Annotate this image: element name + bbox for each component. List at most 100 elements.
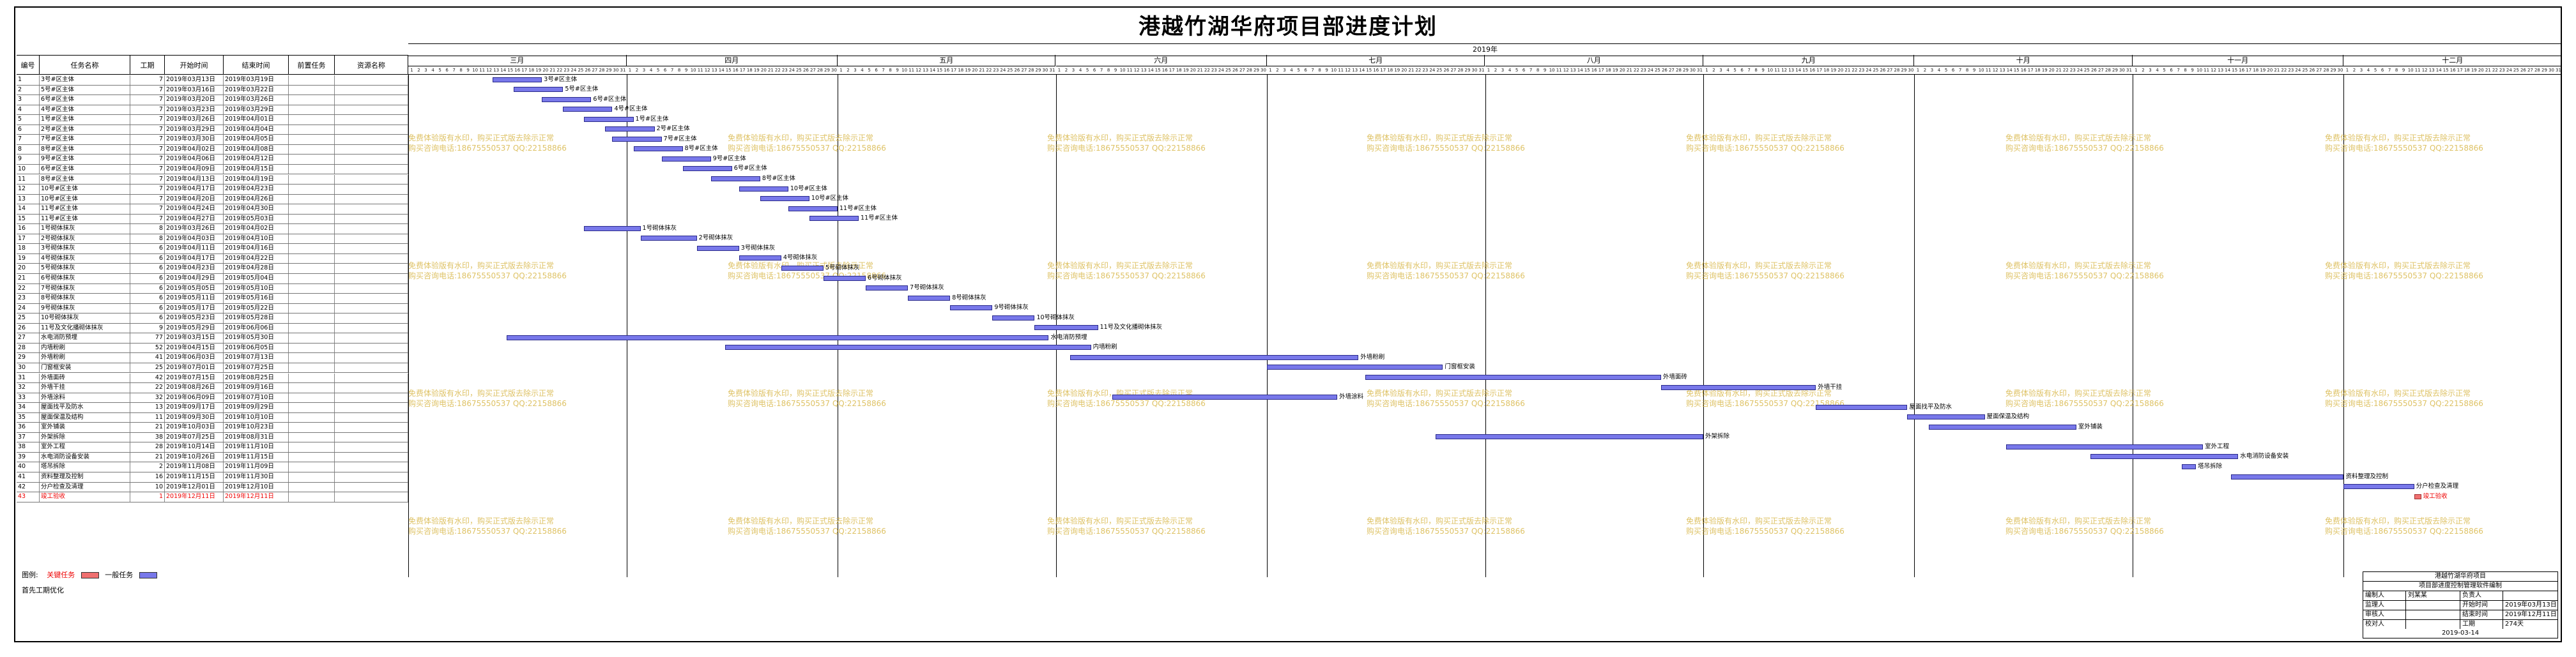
cell-predecessor (289, 363, 335, 373)
info-cell: 监理人 (2363, 601, 2406, 610)
task-bar (1112, 395, 1338, 400)
day-number: 21 (979, 68, 985, 73)
day-number: 29 (1254, 68, 1259, 73)
day-number: 27 (1887, 68, 1893, 73)
info-cell (2406, 601, 2460, 610)
watermark: 免费体验版有水印，购买正式版去除示正常购买咨询电话:18675550537 QQ… (2005, 261, 2164, 280)
cell-predecessor (289, 95, 335, 105)
cell-start: 2019年04月13日 (165, 174, 224, 185)
cell-name: 8号砌体抹灰 (40, 294, 130, 303)
day-number: 11 (2414, 68, 2421, 73)
task-bar (1816, 404, 1908, 410)
cell-start: 2019年11月15日 (165, 472, 224, 482)
cell-id: 16 (17, 224, 40, 234)
cell-predecessor (289, 274, 335, 283)
cell-start: 2019年05月05日 (165, 283, 224, 294)
cell-name: 11号#区主体 (40, 204, 130, 214)
day-number: 18 (2034, 68, 2041, 73)
task-bar-label: 11号#区主体 (839, 204, 877, 212)
day-number: 23 (2069, 68, 2076, 73)
day-number: 6 (663, 68, 667, 73)
task-bar (950, 305, 993, 311)
cell-id: 33 (17, 393, 40, 403)
day-number: 27 (2527, 68, 2533, 73)
cell-duration: 7 (130, 194, 165, 204)
day-number: 30 (2337, 68, 2343, 73)
task-bar (640, 236, 697, 241)
cell-duration: 21 (130, 423, 165, 432)
day-number: 5 (1085, 68, 1089, 73)
day-number: 2 (1064, 68, 1068, 73)
cell-resource (335, 75, 408, 85)
task-bar-label: 屋面找平及防水 (1909, 403, 1952, 411)
cell-duration: 7 (130, 155, 165, 164)
cell-duration: 16 (130, 472, 165, 482)
cell-id: 5 (17, 115, 40, 125)
task-bar-label: 3号#区主体 (544, 75, 578, 83)
cell-name: 内墙粉刷 (40, 343, 130, 353)
day-number: 23 (1422, 68, 1429, 73)
day-number: 30 (1042, 68, 1048, 73)
day-number: 30 (831, 68, 837, 73)
day-number: 31 (1049, 68, 1055, 73)
task-bar-label: 5号#区主体 (565, 86, 599, 93)
day-number: 1 (628, 68, 632, 73)
cell-resource (335, 144, 408, 155)
cell-start: 2019年03月20日 (165, 95, 224, 105)
day-number: 9 (1114, 68, 1117, 73)
col-header-start: 开始时间 (165, 56, 224, 75)
day-number: 23 (2288, 68, 2294, 73)
day-number: 27 (1668, 68, 1675, 73)
cell-name: 1号#区主体 (40, 115, 130, 125)
day-number: 4 (431, 68, 434, 73)
day-number: 14 (1795, 68, 1802, 73)
cell-name: 竣工验收 (40, 492, 130, 502)
day-number: 20 (760, 68, 767, 73)
watermark: 免费体验版有水印，购买正式版去除示正常购买咨询电话:18675550537 QQ… (1047, 517, 1206, 536)
day-number: 31 (1478, 68, 1485, 73)
info-cell: 编制人 (2363, 591, 2406, 600)
watermark: 免费体验版有水印，购买正式版去除示正常购买咨询电话:18675550537 QQ… (408, 261, 567, 280)
day-number: 13 (1999, 68, 2005, 73)
cell-name: 资料整理及控制 (40, 472, 130, 482)
task-bar-label: 室外工程 (2205, 442, 2230, 450)
cell-id: 29 (17, 353, 40, 363)
day-number: 21 (2485, 68, 2491, 73)
cell-id: 8 (17, 144, 40, 155)
task-bar (584, 116, 634, 122)
cell-end: 2019年05月03日 (224, 214, 289, 224)
day-number: 6 (1951, 68, 1955, 73)
cell-duration: 38 (130, 432, 165, 442)
day-number: 27 (592, 68, 598, 73)
cell-id: 11 (17, 174, 40, 185)
day-number: 26 (802, 68, 809, 73)
day-number: 4 (1726, 68, 1729, 73)
cell-id: 24 (17, 303, 40, 313)
cell-name: 塔吊拆除 (40, 462, 130, 472)
legend-label: 图例: (22, 571, 38, 579)
cell-end: 2019年04月15日 (224, 164, 289, 174)
day-number: 10 (2196, 68, 2203, 73)
cell-name: 4号砌体抹灰 (40, 253, 130, 264)
task-bar (682, 166, 732, 172)
col-header-resource: 资源名称 (335, 56, 408, 75)
cell-start: 2019年03月13日 (165, 75, 224, 85)
day-number: 3 (1501, 68, 1505, 73)
day-number: 29 (1901, 68, 1907, 73)
day-number: 21 (2055, 68, 2062, 73)
day-number: 10 (1978, 68, 1984, 73)
cell-name: 水电消防设备安装 (40, 452, 130, 462)
day-number: 15 (1802, 68, 1809, 73)
cell-start: 2019年08月26日 (165, 383, 224, 393)
cell-resource (335, 412, 408, 423)
task-bar-label: 8号#区主体 (762, 175, 795, 182)
cell-duration: 7 (130, 75, 165, 85)
task-bar (542, 96, 592, 102)
day-number: 14 (1147, 68, 1154, 73)
